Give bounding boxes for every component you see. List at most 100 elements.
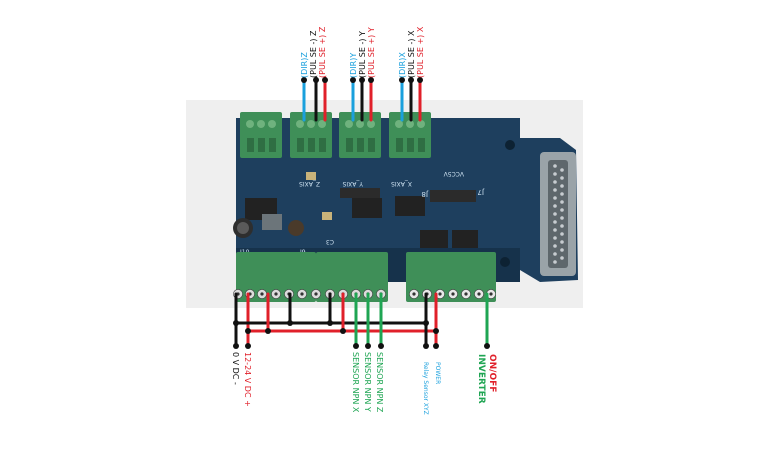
label-pul-minus-y: (PUL SE -) Y — [358, 31, 367, 78]
ic-chip — [452, 230, 478, 248]
wires — [233, 76, 490, 349]
bottom-terminal-screws — [233, 289, 496, 299]
terminal-screw — [345, 120, 353, 128]
label-dir-z: (DIR)Z — [300, 52, 309, 78]
wire-end-dot — [313, 77, 319, 83]
wire-end-dot — [433, 343, 439, 349]
terminal-slot — [297, 138, 304, 152]
terminal-screw — [246, 120, 254, 128]
terminal-screw — [406, 120, 414, 128]
db25-pin — [560, 176, 564, 180]
terminal-slot — [407, 138, 414, 152]
terminal-block-bottom-power — [236, 252, 316, 302]
smd-component — [306, 172, 316, 180]
terminal-screw — [395, 120, 403, 128]
label-relay-sensor: Relay Sensor XYZ — [422, 362, 429, 415]
ic-chip — [395, 196, 425, 216]
silkscreen-x-axis: X_AXIS — [391, 180, 412, 187]
ic-chip — [420, 230, 448, 248]
terminal-slot — [258, 138, 265, 152]
db25-pin — [553, 244, 557, 248]
ic-chip — [352, 198, 382, 218]
terminal-screw-center — [489, 292, 493, 296]
inductor — [288, 220, 304, 236]
db25-pin — [560, 248, 564, 252]
terminal-screw — [318, 120, 326, 128]
bottom-labels: 0 V DC - 12-24 V DC + SENSOR NPN X SENSO… — [231, 352, 497, 415]
db25-pin — [553, 252, 557, 256]
silkscreen-j7: J7 — [477, 188, 485, 196]
terminal-screw-center — [300, 292, 304, 296]
header-pins — [430, 190, 476, 202]
terminal-screw-center — [314, 292, 318, 296]
wire-end-dot — [233, 343, 239, 349]
wire-end-dot — [423, 343, 429, 349]
wire-junction — [340, 328, 346, 334]
terminal-screw — [257, 120, 265, 128]
wire-end-dot — [365, 343, 371, 349]
terminal-slot — [368, 138, 375, 152]
terminal-screw — [367, 120, 375, 128]
wire-end-dot — [399, 77, 405, 83]
label-dir-y: (DIR)Y — [349, 53, 358, 78]
terminal-slot — [357, 138, 364, 152]
wire-end-dot — [368, 77, 374, 83]
wire-junction — [233, 320, 239, 326]
db25-pin — [560, 240, 564, 244]
db25-pin — [553, 236, 557, 240]
db25-pin — [553, 188, 557, 192]
db25-pin — [553, 164, 557, 168]
wire-end-dot — [417, 77, 423, 83]
label-12-24v: 12-24 V DC + — [243, 352, 252, 407]
wire-junction — [327, 320, 333, 326]
terminal-screw-center — [477, 292, 481, 296]
header-pins — [340, 188, 380, 198]
wire-end-dot — [301, 77, 307, 83]
mount-hole — [505, 140, 515, 150]
wire-end-dot — [353, 343, 359, 349]
db25-pin — [560, 200, 564, 204]
label-dir-x: (DIR)X — [398, 52, 407, 78]
label-pul-minus-z: (PUL SE -) Z — [309, 30, 318, 78]
db25-pin — [560, 232, 564, 236]
db25-pin — [553, 172, 557, 176]
label-inverter: INVERTER — [476, 354, 486, 404]
capacitor-top — [237, 222, 249, 234]
silkscreen-c3: C3 — [326, 238, 334, 245]
top-labels: (DIR)Z (PUL SE -) Z (PUL SE +) Z (DIR)Y … — [300, 26, 425, 78]
terminal-screw — [417, 120, 425, 128]
terminal-screw — [307, 120, 315, 128]
wire-end-dot — [350, 77, 356, 83]
terminal-slot — [396, 138, 403, 152]
db25-pin — [560, 224, 564, 228]
terminal-screw-center — [451, 292, 455, 296]
label-sensor-z: SENSOR NPN Z — [375, 352, 384, 413]
wire-junction — [265, 328, 271, 334]
label-on-off: ON/OFF — [487, 354, 497, 392]
wire-end-dot — [378, 343, 384, 349]
wire-junction — [287, 320, 293, 326]
terminal-slot — [308, 138, 315, 152]
terminal-screw-center — [260, 292, 264, 296]
silkscreen-z-axis: Z_AXIS — [299, 180, 320, 187]
terminal-screw — [356, 120, 364, 128]
wire-junction — [423, 320, 429, 326]
db25-pin — [560, 184, 564, 188]
label-pul-plus-x: (PUL SE +) X — [416, 26, 425, 78]
wire-junction — [433, 328, 439, 334]
terminal-screw-center — [412, 292, 416, 296]
terminal-slot — [319, 138, 326, 152]
db25-pin — [553, 196, 557, 200]
label-sensor-x: SENSOR NPN X — [351, 352, 360, 413]
db25-pin — [560, 168, 564, 172]
db25-connector-inner — [548, 160, 568, 268]
db25-pin — [553, 260, 557, 264]
db25-pin — [553, 220, 557, 224]
wire-end-dot — [359, 77, 365, 83]
wire-end-dot — [322, 77, 328, 83]
terminal-screw — [268, 120, 276, 128]
voltage-regulator — [262, 214, 282, 230]
label-pul-minus-x: (PUL SE -) X — [407, 30, 416, 78]
db25-pin — [553, 228, 557, 232]
